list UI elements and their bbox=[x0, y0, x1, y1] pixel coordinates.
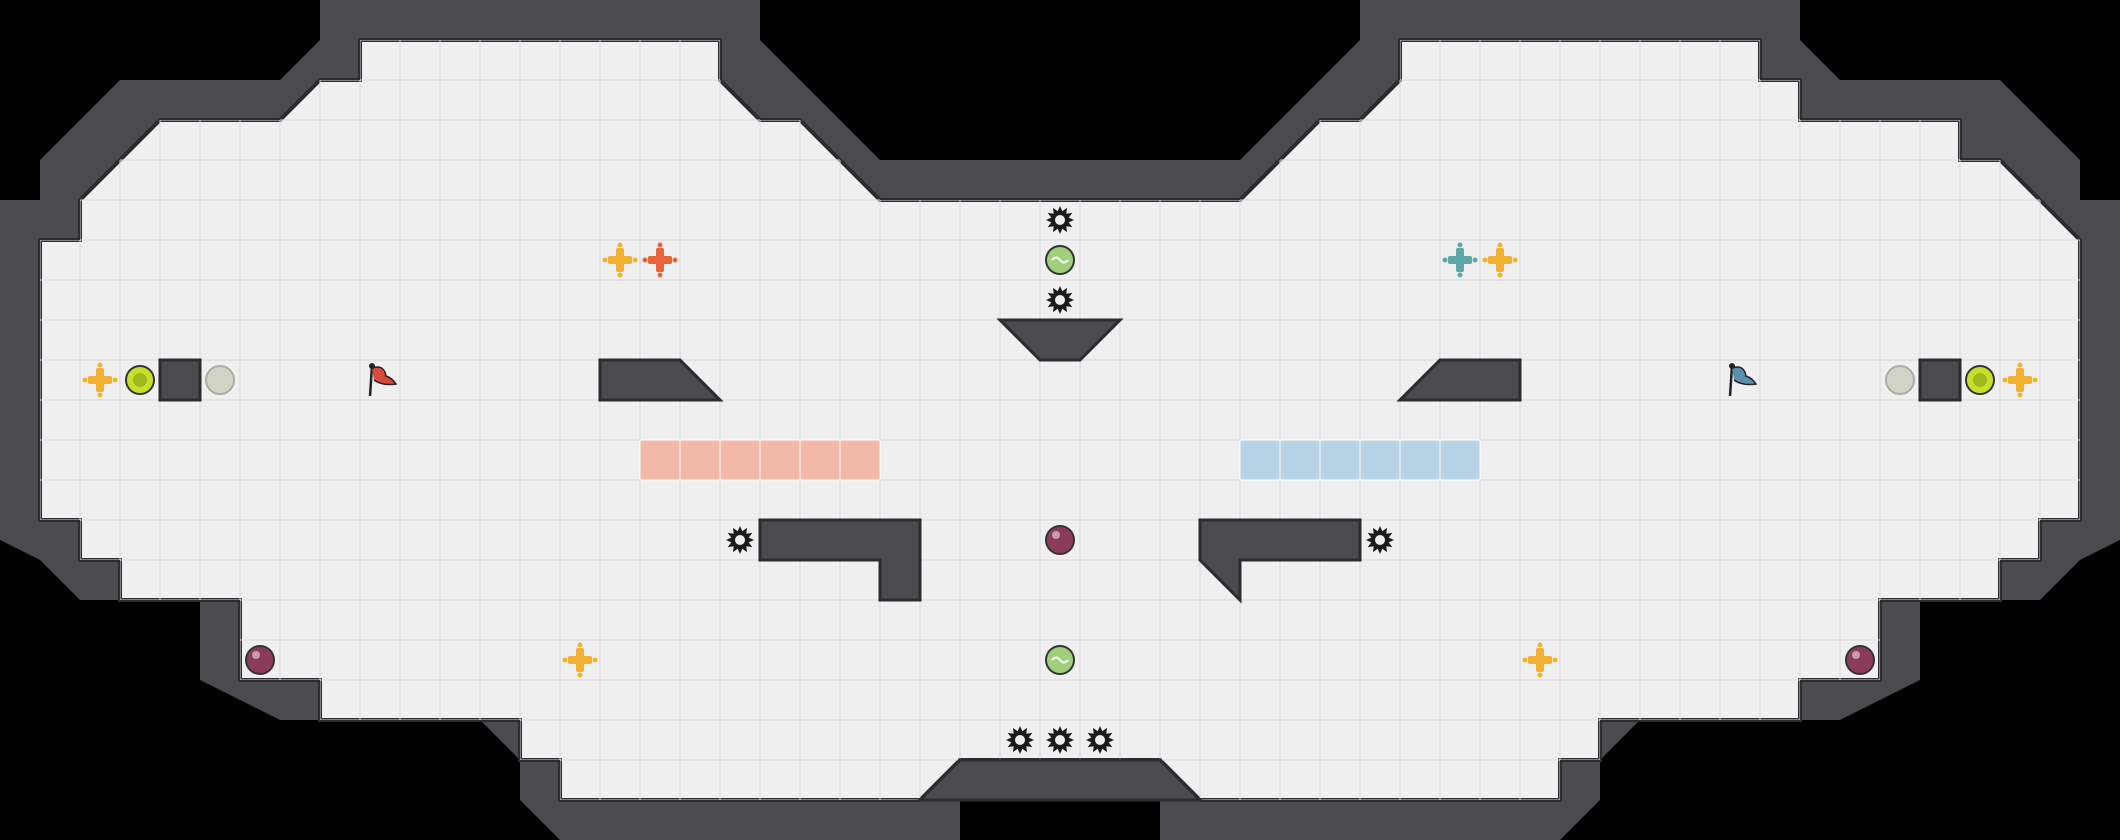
red-gate-tile bbox=[799, 439, 841, 481]
red-gate-tile bbox=[839, 439, 881, 481]
inactive-portal-icon bbox=[1885, 365, 1915, 395]
inactive-portal-icon bbox=[205, 365, 235, 395]
spike bbox=[1046, 726, 1074, 754]
entities bbox=[82, 206, 2038, 754]
left-ramp-wall bbox=[598, 358, 724, 402]
bomb-icon bbox=[1045, 525, 1075, 555]
button-icon bbox=[1965, 365, 1995, 395]
spike bbox=[1046, 206, 1074, 234]
obstacles bbox=[158, 318, 1962, 802]
right-ramp-wall bbox=[1396, 358, 1522, 402]
powerup-icon bbox=[1045, 645, 1075, 675]
blue-gate-tile bbox=[1399, 439, 1441, 481]
red-gate-tile bbox=[759, 439, 801, 481]
blue-gate-tile bbox=[1359, 439, 1401, 481]
blue-gate-tile bbox=[1439, 439, 1481, 481]
red-flag-icon bbox=[368, 363, 398, 397]
red-gate-tile bbox=[639, 439, 681, 481]
boost-yellow-icon bbox=[1522, 642, 1558, 678]
blue-gate-tile bbox=[1239, 439, 1281, 481]
boost-yellow-icon bbox=[2002, 362, 2038, 398]
left-hook-wall bbox=[758, 518, 922, 602]
blue-gate-tile bbox=[1279, 439, 1321, 481]
boost-yellow-icon bbox=[602, 242, 638, 278]
left-block-wall bbox=[158, 358, 202, 402]
bomb-icon bbox=[245, 645, 275, 675]
boost-blue-icon bbox=[1442, 242, 1478, 278]
floor bbox=[38, 38, 2082, 802]
red-gate-tile bbox=[679, 439, 721, 481]
boost-red-icon bbox=[642, 242, 678, 278]
bomb-icon bbox=[1845, 645, 1875, 675]
right-hook-wall bbox=[1198, 518, 1362, 604]
blue-flag-icon bbox=[1728, 363, 1758, 397]
boost-yellow-icon bbox=[82, 362, 118, 398]
boost-yellow-icon bbox=[562, 642, 598, 678]
boost-yellow-icon bbox=[1482, 242, 1518, 278]
bottom-center-wall bbox=[916, 758, 1204, 802]
spike bbox=[1366, 526, 1394, 554]
right-block-wall bbox=[1918, 358, 1962, 402]
powerup-icon bbox=[1045, 245, 1075, 275]
spike bbox=[1006, 726, 1034, 754]
blue-gate-tile bbox=[1319, 439, 1361, 481]
center-wedge-wall bbox=[996, 318, 1124, 362]
gates bbox=[639, 439, 1481, 481]
spike bbox=[1086, 726, 1114, 754]
spike bbox=[726, 526, 754, 554]
red-gate-tile bbox=[719, 439, 761, 481]
spike bbox=[1046, 286, 1074, 314]
button-icon bbox=[125, 365, 155, 395]
